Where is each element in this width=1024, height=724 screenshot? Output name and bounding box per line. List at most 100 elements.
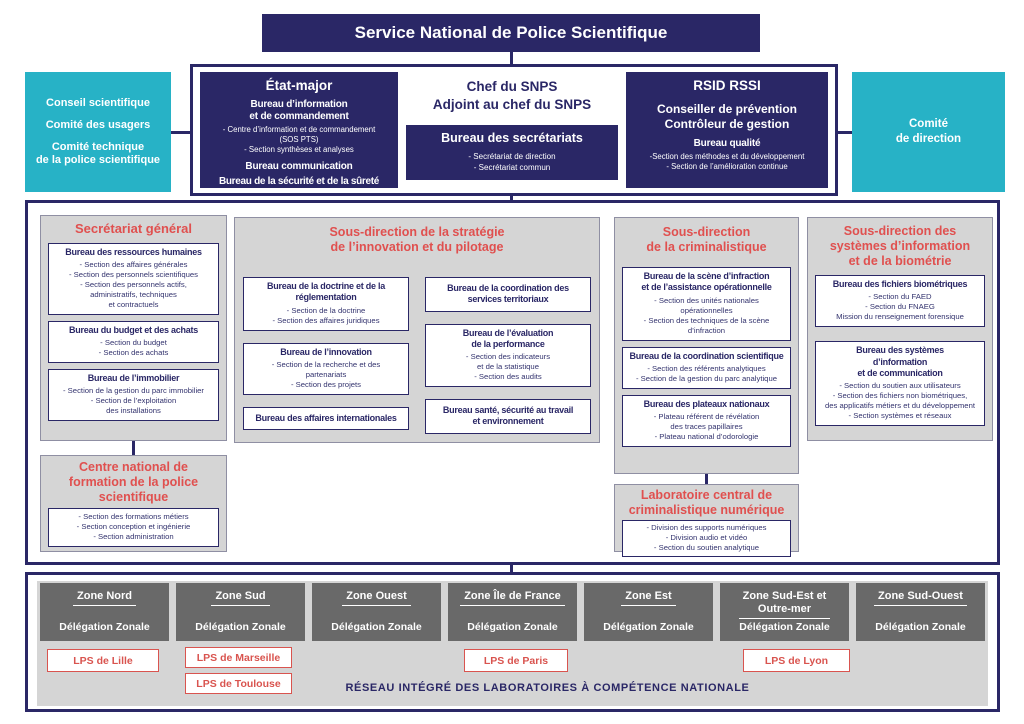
bureau-sections: - Section du budget - Section des achats — [98, 338, 169, 358]
laboratoire-central-title: Laboratoire central de criminalistique n… — [628, 488, 785, 517]
etat-major-box: État-major Bureau d’information et de co… — [200, 72, 398, 188]
bureau-affaires-internationales: Bureau des affaires internationales — [243, 406, 409, 430]
bureau-sante-securite: Bureau santé, sécurité au travail et env… — [425, 399, 591, 434]
zone-delegation-label: Délégation Zonale — [603, 621, 694, 633]
bureau-sections: - Plateau référent de révélation des tra… — [653, 412, 760, 441]
zone-ouest: Zone Ouest Délégation Zonale — [312, 583, 441, 641]
lps-paris: LPS de Paris — [464, 649, 568, 672]
sous-direction-strategie-column: Sous-direction de la stratégie de l’inno… — [234, 217, 600, 443]
sous-direction-biometrie-title: Sous-direction des systèmes d’informatio… — [829, 224, 971, 268]
zone-delegation-label: Délégation Zonale — [739, 621, 830, 633]
bureau-sections: - Section des affaires générales - Secti… — [68, 259, 199, 309]
bureau-coordination-territoriaux: Bureau de la coordination des services t… — [425, 277, 591, 312]
bureau-fichiers-biometriques: Bureau des fichiers biométriques - Secti… — [815, 275, 985, 328]
bureau-heading: Bureau des systèmes d’information et de … — [856, 345, 944, 378]
committee-technique: Comité technique de la police scientifiq… — [35, 141, 161, 167]
bureau-sections: - Section des unités nationales opératio… — [643, 295, 770, 335]
zones-band: Zone Nord Délégation Zonale Zone Sud Dél… — [37, 581, 988, 706]
bureau-information-sections: - Centre d’information et de commandemen… — [222, 125, 376, 155]
bureau-immobilier: Bureau de l’immobilier - Section de la g… — [48, 369, 219, 422]
secretariat-general-column: Secrétariat général Bureau des ressource… — [40, 215, 227, 441]
lps-toulouse: LPS de Toulouse — [185, 673, 292, 694]
bureau-heading: Bureau des affaires internationales — [255, 412, 397, 423]
bureau-qualite-sections: -Section des méthodes et du développemen… — [649, 152, 805, 172]
centre-formation-sections-box: - Section des formations métiers - Secti… — [48, 508, 219, 547]
zones-box: Zone Nord Délégation Zonale Zone Sud Dél… — [25, 572, 1000, 712]
bureau-sections: - Section de la recherche et des partena… — [271, 359, 381, 389]
bureau-coordination-scientifique: Bureau de la coordination scientifique -… — [622, 346, 791, 389]
network-caption: RÉSEAU INTÉGRÉ DES LABORATOIRES À COMPÉT… — [345, 682, 750, 694]
zone-name: Zone Île de France — [460, 590, 565, 607]
connector-middle-bottom — [510, 563, 513, 572]
committee-usagers: Comité des usagers — [45, 118, 151, 131]
centre-formation-box: Centre national de formation de la polic… — [40, 455, 227, 552]
bureau-evaluation-performance: Bureau de l’évaluation de la performance… — [425, 323, 591, 387]
chef-snps-column: Chef du SNPS Adjoint au chef du SNPS Bur… — [404, 72, 620, 188]
bureau-sections: - Section du FAED - Section du FNAEG Mis… — [836, 292, 964, 322]
bureau-sections: - Section de la gestion du parc immobili… — [62, 386, 204, 416]
zone-name: Zone Sud-Ouest — [874, 590, 967, 607]
zone-sud: Zone Sud Délégation Zonale — [176, 583, 305, 641]
zone-delegation-label: Délégation Zonale — [875, 621, 966, 633]
conseiller-controleur: Conseiller de prévention Contrôleur de g… — [656, 102, 798, 131]
bureau-sections: - Section des formations métiers - Secti… — [76, 512, 191, 541]
bureau-heading: Bureau de l’évaluation de la performance — [462, 327, 554, 349]
strategie-right-subcolumn: Bureau de la coordination des services t… — [425, 263, 591, 446]
zone-nord: Zone Nord Délégation Zonale — [40, 583, 169, 641]
bureau-heading: Bureau de l’innovation — [280, 346, 372, 357]
bureau-heading: Bureau santé, sécurité au travail et env… — [442, 405, 574, 427]
bureau-heading: Bureau de l’immobilier — [87, 373, 180, 384]
zone-name: Zone Sud — [211, 590, 270, 607]
lps-marseille: LPS de Marseille — [185, 647, 292, 668]
bureau-heading: Bureau de la scène d’infraction et de l’… — [641, 271, 772, 293]
zone-name: Zone Nord — [73, 590, 136, 607]
zone-est: Zone Est Délégation Zonale — [584, 583, 713, 641]
sous-direction-biometrie-column: Sous-direction des systèmes d’informatio… — [807, 217, 993, 441]
sous-direction-strategie-title: Sous-direction de la stratégie de l’inno… — [329, 225, 505, 254]
zone-name: Zone Est — [621, 590, 676, 607]
zone-name: Zone Sud-Est et Outre-mer — [738, 590, 831, 620]
lps-lille: LPS de Lille — [47, 649, 159, 672]
bureau-heading: Bureau de la coordination des services t… — [447, 283, 569, 305]
comite-direction-box: Comité de direction — [852, 72, 1005, 192]
connector-header-middle — [510, 194, 513, 202]
bureau-sections: - Division des supports numériques - Div… — [646, 523, 767, 552]
zone-delegation-label: Délégation Zonale — [195, 621, 286, 633]
bureau-secretariats-heading: Bureau des secrétariats — [441, 131, 583, 146]
zone-delegation-label: Délégation Zonale — [467, 621, 558, 633]
directions-box: Secrétariat général Bureau des ressource… — [25, 200, 1000, 565]
laboratoire-central-sections-box: - Division des supports numériques - Div… — [622, 520, 791, 557]
bureau-budget-achats: Bureau du budget et des achats - Section… — [48, 320, 219, 364]
committee-conseil-scientifique: Conseil scientifique — [46, 96, 150, 109]
zone-name: Zone Ouest — [342, 590, 411, 607]
bureau-systemes-information: Bureau des systèmes d’information et de … — [815, 341, 985, 426]
strategie-left-subcolumn: Bureau de la doctrine et de la réglement… — [243, 263, 409, 446]
secretariat-general-title: Secrétariat général — [74, 221, 193, 236]
etat-major-title: État-major — [265, 78, 333, 93]
bureau-innovation: Bureau de l’innovation - Section de la r… — [243, 342, 409, 395]
rsid-rssi-title: RSID RSSI — [693, 78, 761, 93]
direction-header-box: État-major Bureau d’information et de co… — [190, 64, 838, 196]
bureau-heading: Bureau de la doctrine et de la réglement… — [266, 281, 386, 303]
bureau-ressources-humaines: Bureau des ressources humaines - Section… — [48, 242, 219, 315]
zone-sud-est-outre-mer: Zone Sud-Est et Outre-mer Délégation Zon… — [720, 583, 849, 641]
sous-direction-criminalistique-column: Sous-direction de la criminalistique Bur… — [614, 217, 799, 474]
rsid-rssi-box: RSID RSSI Conseiller de prévention Contr… — [626, 72, 828, 188]
centre-formation-title: Centre national de formation de la polic… — [68, 460, 199, 504]
bureau-scene-infraction: Bureau de la scène d’infraction et de l’… — [622, 267, 791, 341]
zone-ile-de-france: Zone Île de France Délégation Zonale — [448, 583, 577, 641]
bureau-sections: - Section des indicateurs et de la stati… — [465, 352, 551, 381]
bureau-sections: - Section de la doctrine - Section des a… — [272, 305, 380, 325]
bureau-heading: Bureau des ressources humaines — [65, 246, 202, 257]
page-title: Service National de Police Scientifique — [262, 14, 760, 52]
connector-sg-cnf — [132, 441, 135, 455]
chef-snps-title: Chef du SNPS Adjoint au chef du SNPS — [432, 79, 592, 112]
zone-delegation-label: Délégation Zonale — [59, 621, 150, 633]
bureau-sections: - Section des référents analytiques - Se… — [635, 363, 778, 383]
connector-crim-lab — [705, 474, 708, 484]
bureau-plateaux-nationaux: Bureau des plateaux nationaux - Plateau … — [622, 394, 791, 447]
bureau-secretariats-box: Bureau des secrétariats - Secrétariat de… — [406, 125, 618, 181]
bureau-doctrine-reglementation: Bureau de la doctrine et de la réglement… — [243, 277, 409, 331]
bureau-heading: Bureau des fichiers biométriques — [832, 279, 968, 289]
